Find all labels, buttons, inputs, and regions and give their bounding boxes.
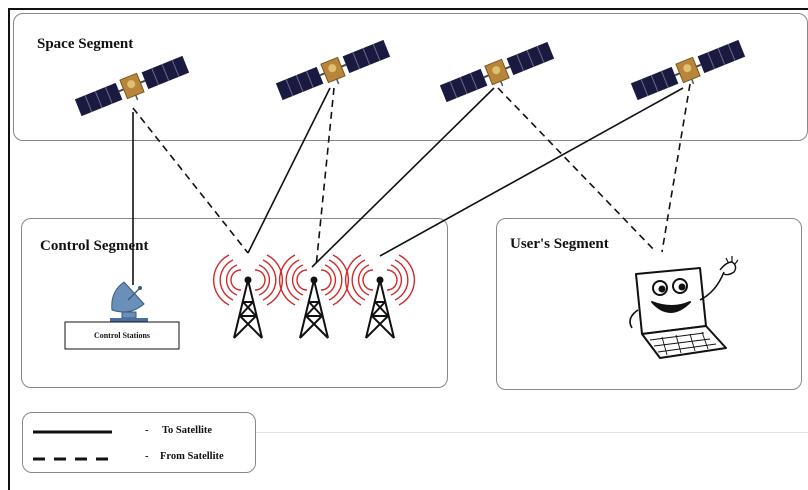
downlink-line-laptop-b (661, 83, 691, 253)
user-segment-label: User's Segment (510, 236, 609, 252)
space-segment-label: Space Segment (37, 36, 134, 52)
satellite-icon-4 (629, 38, 749, 107)
uplink-line-tower-1 (247, 87, 331, 254)
uplink-line-tower-2 (311, 87, 495, 268)
connection-lines (132, 83, 691, 285)
downlink-line-tower-2 (315, 87, 335, 268)
satellite-icon-2 (274, 38, 394, 107)
uplink-line-tower-3 (379, 87, 684, 257)
tower-icon-2 (278, 254, 350, 339)
legend-dash-1: - (145, 425, 149, 436)
legend-divider-line (256, 432, 808, 433)
legend-to-satellite-label: To Satellite (162, 425, 213, 436)
satellite-icon-3 (438, 40, 558, 109)
control-segment-label: Control Segment (40, 238, 149, 254)
tower-icon-1 (212, 254, 284, 339)
satellite-icon-1 (73, 54, 193, 123)
laptop-icon (629, 256, 739, 359)
legend-box (22, 412, 256, 473)
frame-top-border (8, 8, 808, 10)
downlink-line-tower-1 (132, 107, 249, 254)
control-station-box (64, 321, 180, 350)
tower-icon-3 (344, 254, 416, 339)
legend-from-satellite-label: From Satellite (160, 451, 224, 462)
satellite-dish-icon (110, 281, 148, 322)
frame-left-border (8, 8, 10, 490)
downlink-line-laptop-a (497, 87, 657, 253)
control-stations-label: Control Stations (93, 331, 151, 340)
legend-dash-2: - (145, 451, 149, 462)
